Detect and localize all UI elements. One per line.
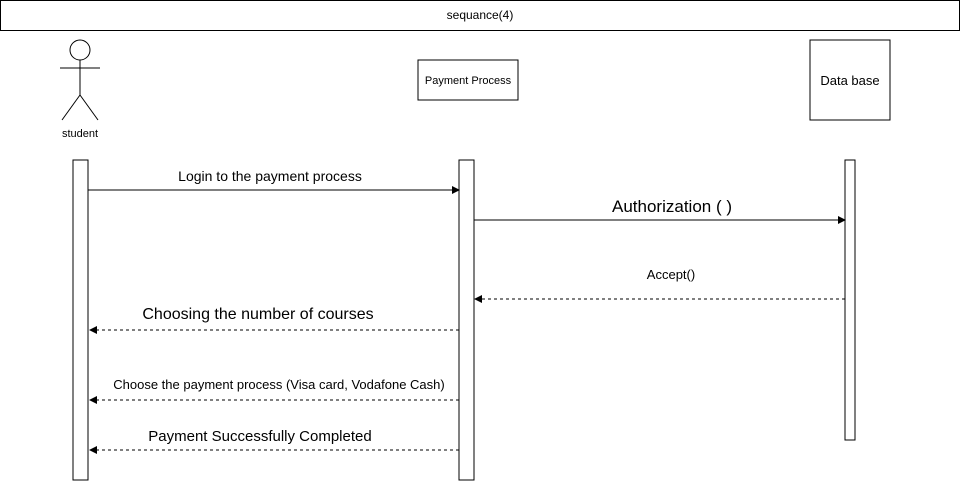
activation-bar-database xyxy=(844,159,856,441)
participant-database: Data base xyxy=(809,39,891,121)
message-login-label: Login to the payment process xyxy=(178,168,362,184)
message-choose-payment-label: Choose the payment process (Visa card, V… xyxy=(113,377,444,392)
participant-payment-process: Payment Process xyxy=(417,59,519,101)
stick-figure-icon xyxy=(60,39,100,121)
message-success: Payment Successfully Completed xyxy=(89,428,459,454)
activation-bar-student xyxy=(72,159,89,481)
diagram-title: sequance(4) xyxy=(447,8,514,22)
message-accept: Accept() xyxy=(474,267,845,303)
message-login: Login to the payment process xyxy=(88,168,460,194)
activation-bar-payment-process xyxy=(458,159,475,481)
message-accept-label: Accept() xyxy=(647,267,695,282)
message-authorization-label: Authorization ( ) xyxy=(612,197,732,216)
message-choose-payment: Choose the payment process (Visa card, V… xyxy=(89,377,459,404)
message-authorization: Authorization ( ) xyxy=(474,197,846,224)
message-choosing: Choosing the number of courses xyxy=(89,306,459,334)
message-success-label: Payment Successfully Completed xyxy=(148,428,371,445)
actor-student: student xyxy=(60,39,100,140)
message-choosing-label: Choosing the number of courses xyxy=(142,306,373,323)
title-frame: sequance(4) xyxy=(0,0,960,31)
participant-payment-process-label: Payment Process xyxy=(425,75,512,87)
participant-database-label: Data base xyxy=(820,73,879,88)
actor-student-label: student xyxy=(62,128,98,140)
